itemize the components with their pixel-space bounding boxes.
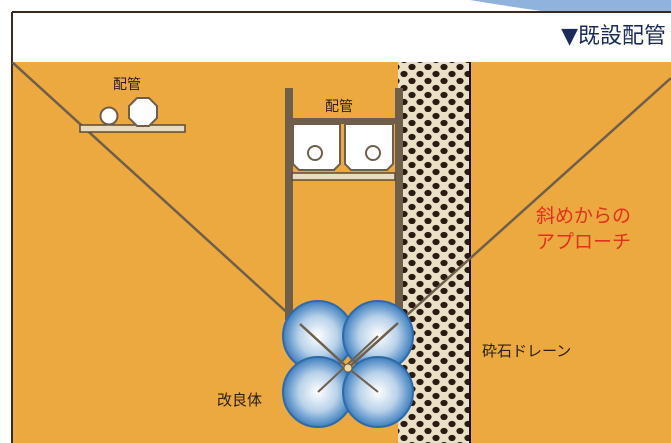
- center-pipe-right-hole: [365, 145, 381, 161]
- center-pipe-label: 配管: [325, 99, 353, 115]
- column-cross-diag-b: [347, 367, 379, 393]
- center-pipe-left-hole: [307, 145, 323, 161]
- approach-line-right-lower: [347, 322, 399, 369]
- approach-line-left-lower: [299, 323, 349, 369]
- shaft-wall-left: [285, 88, 293, 320]
- header-title: ▼既設配管: [561, 24, 666, 49]
- approach-label-line1: 斜めからの: [536, 205, 631, 227]
- pipe-circle-icon: [99, 106, 119, 126]
- improved-body-label: 改良体: [217, 391, 262, 409]
- left-pipe-label: 配管: [113, 77, 141, 93]
- approach-intersection-point: [343, 363, 353, 373]
- center-pipe-shelf: [291, 172, 396, 181]
- gravel-drain-label: 砕石ドレーン: [482, 342, 571, 360]
- header-band: [12, 12, 671, 62]
- pipe-octagon-icon: [128, 97, 158, 127]
- shaft-top-beam: [289, 118, 399, 124]
- approach-label-line2: アプローチ: [536, 231, 631, 253]
- shaft-wall-right: [395, 88, 403, 320]
- left-pipe-shelf: [79, 124, 186, 133]
